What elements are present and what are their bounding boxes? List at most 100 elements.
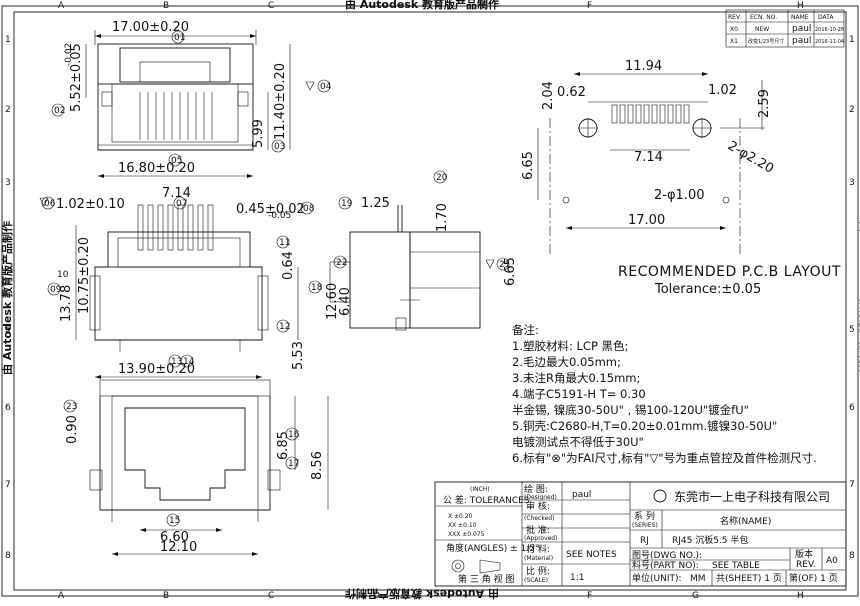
outer-frame [1, 5, 859, 597]
col-label: C [268, 1, 274, 11]
part-label: 料号(PART NO): [632, 559, 699, 571]
callout-01: 01 [174, 33, 185, 43]
scale-en: (SCALE) [524, 577, 548, 584]
col-label: D [373, 591, 380, 601]
sheet-value: 共(SHEET) 1 页 [716, 573, 782, 584]
dim-height-064: 0.64 [281, 251, 296, 280]
note-line: 6.标有"⊗"为FAI尺寸,标有"▽"号为重点管控及首件检测尺寸. [512, 451, 817, 465]
col-label: H [797, 1, 804, 11]
dim-856: 8.56 [310, 451, 325, 480]
notes-heading: 备注: [512, 323, 539, 337]
dim-side-h2: 11.40±0.20 [273, 63, 288, 140]
note-line: 1.塑胶材料: LCP 黑色; [512, 339, 629, 353]
dim-685: 6.85 [276, 431, 291, 460]
col-label: E [482, 1, 488, 11]
callout-06: 06 [44, 199, 56, 209]
row-label: 6 [849, 403, 855, 413]
series-value: RJ [640, 536, 649, 546]
tolerance-label: 公 差: TOLERANCES [443, 494, 530, 506]
row-label: 5 [849, 325, 855, 335]
pcb-layout: 11.94 2.04 0.62 1.02 2.59 [521, 59, 776, 255]
callout-19: 19 [341, 199, 353, 209]
col-label: H [797, 591, 804, 601]
dim-pin-thickness: 0.45±0.02 [236, 202, 305, 217]
col-label: B [163, 591, 169, 601]
drawn-label: 绘 图: [524, 483, 548, 495]
rev-label: 版本 [795, 548, 813, 560]
dim-side-640: 6.40 [338, 287, 353, 316]
column-letters-bottom: A B C D F G H [58, 591, 804, 601]
pcb-layout-title: RECOMMENDED P.C.B LAYOUT [618, 264, 841, 280]
row-label: 3 [5, 178, 11, 188]
col-label: F [587, 591, 592, 601]
dim-bottom-width: 16.80±0.20 [118, 161, 195, 176]
approved-en: (Approved) [524, 535, 557, 542]
callout-14: 14 [183, 357, 195, 367]
rev-header: REV. [728, 14, 741, 21]
callout-13: 13 [171, 357, 182, 367]
row-numbers: 1 2 3 5 6 7 8 1 2 3 5 6 7 8 [5, 35, 855, 561]
row-label: 8 [849, 551, 855, 561]
callout-10: 10 [57, 270, 69, 280]
checked-label: 审 核: [526, 500, 550, 512]
callout-15: 15 [169, 516, 180, 526]
dim-pin-span: 7.14 [162, 186, 191, 201]
ecn-cell: 改变1/23号尺寸 [748, 38, 784, 45]
date-cell: 2016-10-26 [815, 27, 844, 33]
drawn-en: (Designed) [524, 494, 557, 501]
top-view: 17.00±0.20 5.52±0.05 -0.02 5.99 11.40±0.… [64, 20, 291, 178]
dim-top-depth-tol: -0.02 [64, 43, 74, 66]
dim-pcb-1700: 17.00 [628, 213, 665, 228]
dim-pin-thickness-tol: -0.05 [268, 211, 291, 221]
dim-pcb-062: 0.62 [557, 85, 586, 100]
company-name: 东莞市一上电子科技有限公司 [674, 489, 830, 504]
series-en: (SERIES) [632, 522, 658, 529]
unit-value: MM [690, 574, 706, 584]
col-label: B [163, 1, 169, 11]
material-label: 材 料: [526, 543, 550, 555]
dwg-label: 图号(DWG NO.): [632, 550, 702, 561]
note-line: 2.毛边最大0.05mm; [512, 355, 621, 369]
callout-23: 23 [66, 402, 77, 412]
dim-top-width: 17.00±0.20 [112, 20, 189, 35]
watermark-top: 由 Autodesk 教育版产品制作 [345, 0, 500, 11]
dim-pcb-220: 2-φ2.20 [725, 138, 776, 176]
col-label: F [587, 1, 592, 11]
col-label: A [58, 1, 65, 11]
name-cell: paul [792, 24, 811, 34]
callout-18: 18 [311, 283, 323, 293]
callout-22: 22 [336, 258, 347, 268]
pcb-pads [611, 104, 690, 124]
note-line: 4.端子C5191-H T= 0.30 [512, 387, 646, 401]
of-value: 第(OF) 1 页 [789, 572, 838, 584]
note-line: 电镀测试点不得低于30U" [512, 435, 644, 449]
scale-value: 1:1 [570, 573, 584, 583]
rev-cell: X1 [730, 38, 738, 45]
dim-pcb-102: 1.02 [708, 83, 737, 98]
callout-02: 02 [54, 106, 65, 116]
angle-label: 角度(ANGLES) ± 1.5° [446, 542, 539, 554]
notes-block: 备注: 1.塑胶材料: LCP 黑色; 2.毛边最大0.05mm; 3.未注R角… [512, 322, 842, 466]
dim-1210: 12.10 [160, 540, 197, 555]
part-value: SEE TABLE [712, 561, 760, 571]
dim-side-125: 1.25 [361, 196, 390, 211]
callout-05: 05 [171, 156, 182, 166]
dim-side-1260: 12.60 [325, 283, 340, 320]
row-label: 1 [849, 35, 855, 45]
callout-03: 03 [274, 142, 285, 152]
dim-side-h1: 5.99 [251, 119, 266, 148]
callout-20: 20 [436, 173, 448, 183]
revision-table: REV. ECN. NO. NAME DATA X0 NEW paul 2016… [725, 9, 845, 48]
note-line: 半金锡, 镍底30-50U" , 锡100-120U"镀金fU" [512, 403, 749, 417]
side-view: 1.25 1.70 12.60 6.40 6.65 [325, 196, 518, 331]
row-label: 3 [849, 178, 855, 188]
callout-17: 17 [288, 459, 299, 469]
row-label: 7 [849, 480, 855, 490]
row-label: 2 [849, 105, 855, 115]
company-logo-icon [653, 489, 667, 503]
material-value: SEE NOTES [566, 550, 617, 560]
dim-660: 6.60 [160, 530, 189, 545]
callout-08: 08 [303, 204, 315, 214]
